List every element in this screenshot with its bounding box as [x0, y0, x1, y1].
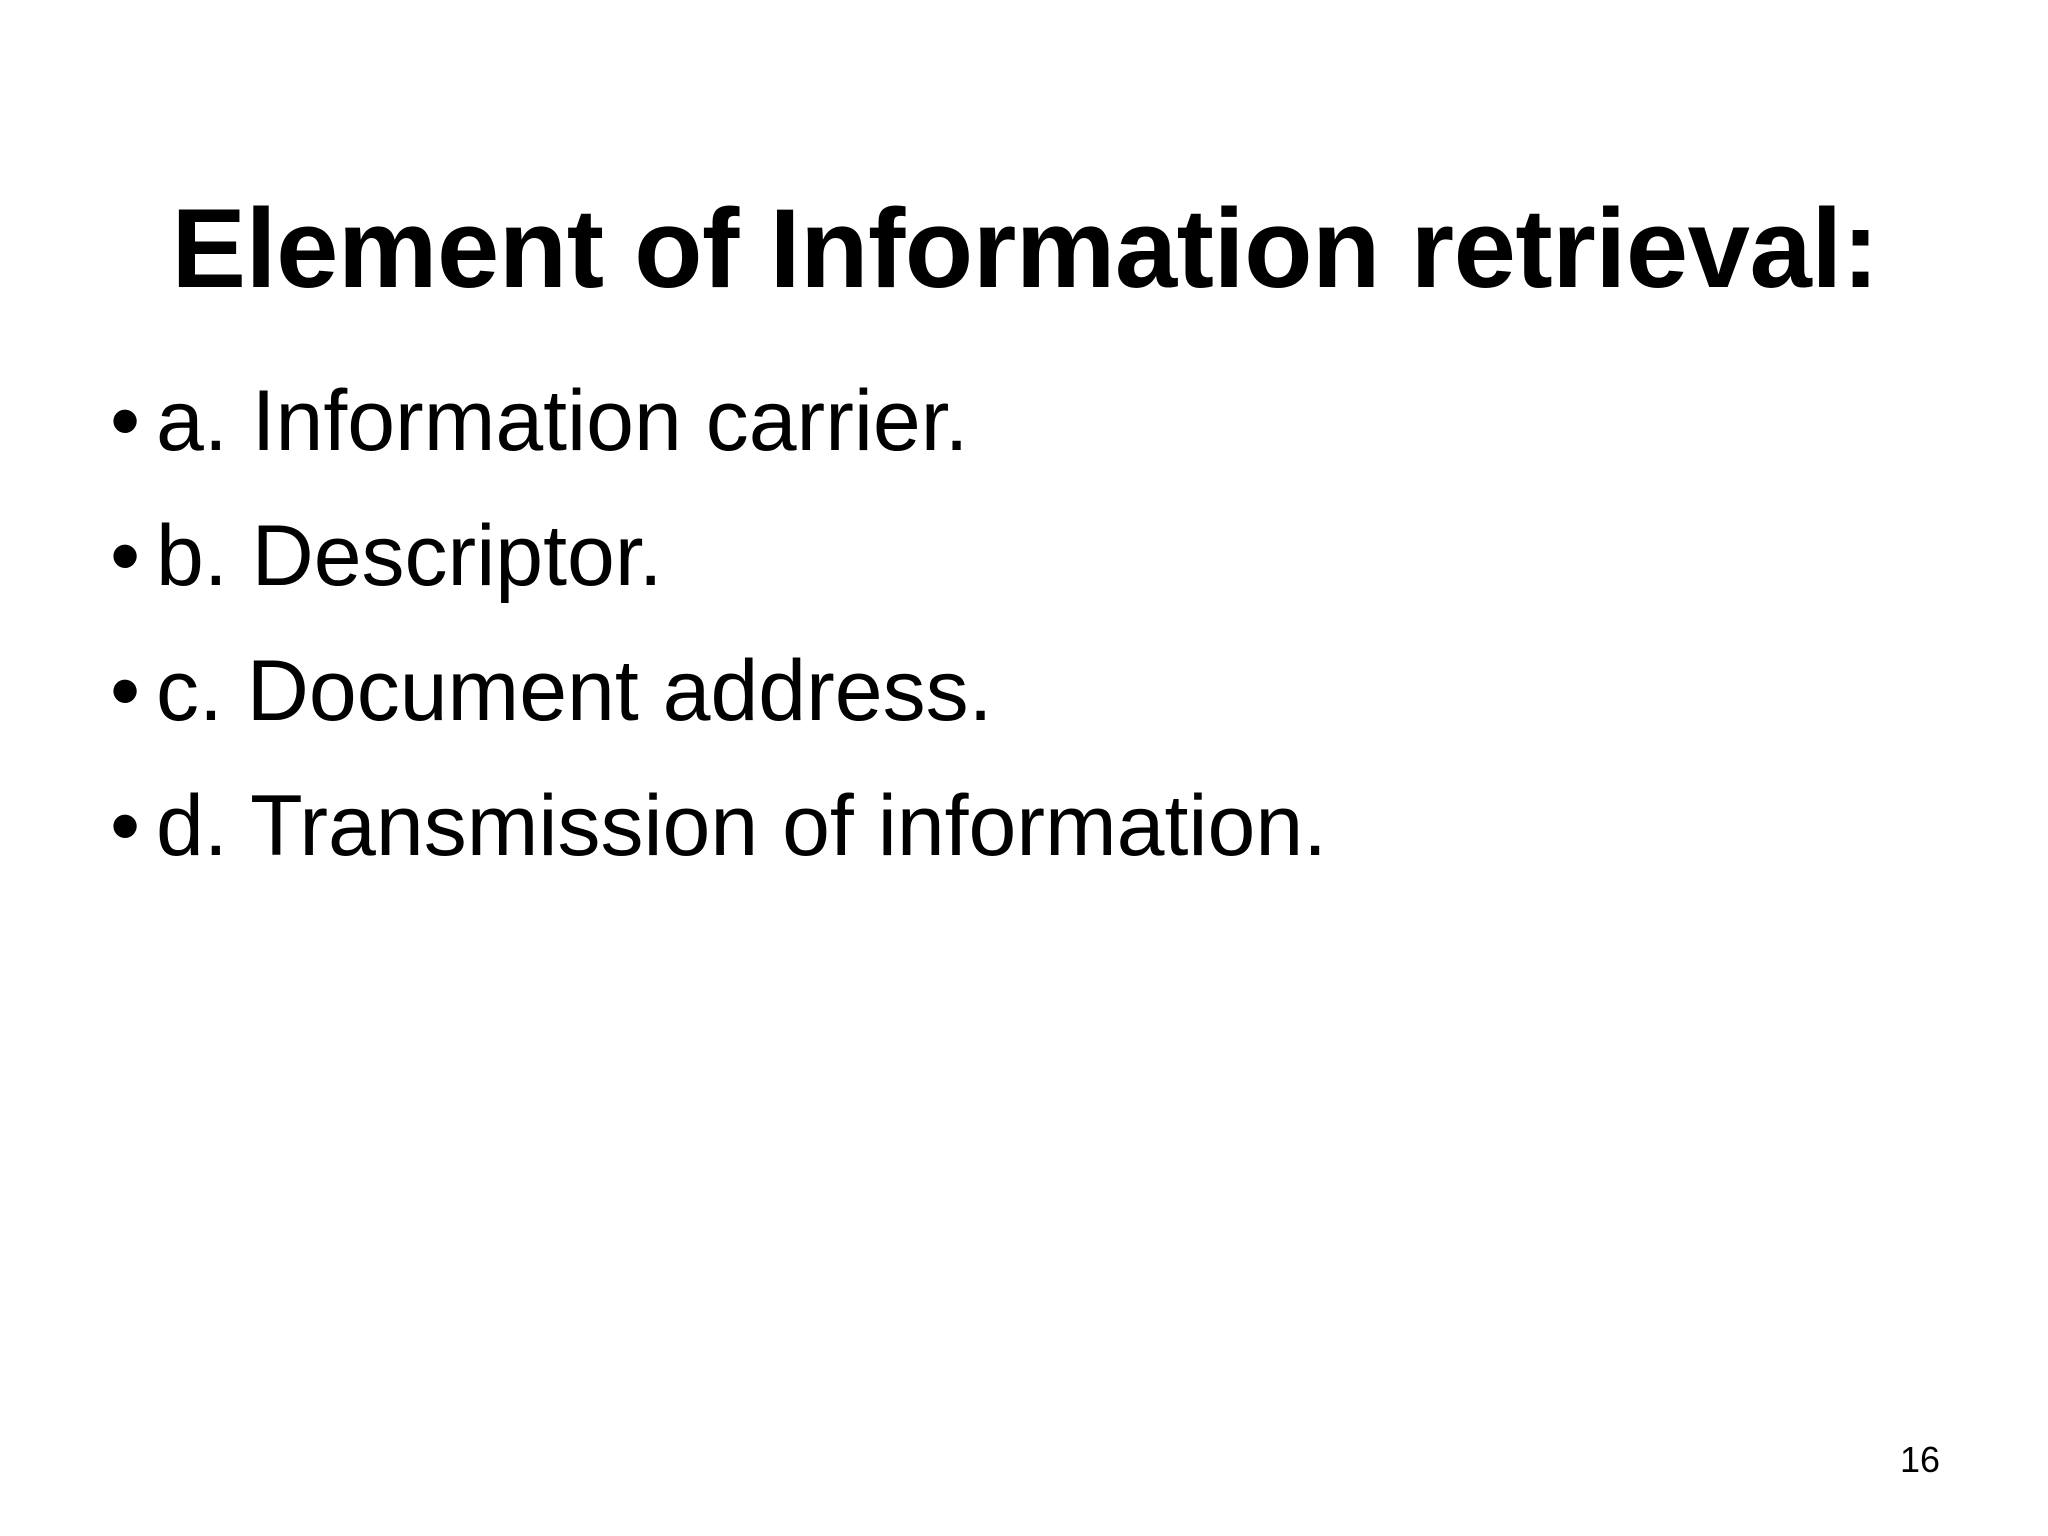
bullet-point-icon: •	[110, 643, 141, 739]
list-item: • a. Information carrier.	[110, 366, 1940, 501]
bullet-list: • a. Information carrier. • b. Descripto…	[110, 366, 1940, 906]
list-item: • d. Transmission of information.	[110, 771, 1940, 906]
bullet-point-icon: •	[110, 508, 141, 604]
page-number: 16	[1899, 1439, 1940, 1480]
list-item-label: c. Document address.	[156, 643, 993, 739]
list-item-label: d. Transmission of information.	[156, 778, 1328, 874]
bullet-point-icon: •	[110, 778, 141, 874]
list-item: • c. Document address.	[110, 636, 1940, 771]
list-item: • b. Descriptor.	[110, 501, 1940, 636]
list-item-label: a. Information carrier.	[156, 373, 969, 469]
page-title: Element of Information retrieval:	[171, 186, 1879, 312]
list-item-label: b. Descriptor.	[156, 508, 663, 604]
bullet-point-icon: •	[110, 373, 141, 469]
